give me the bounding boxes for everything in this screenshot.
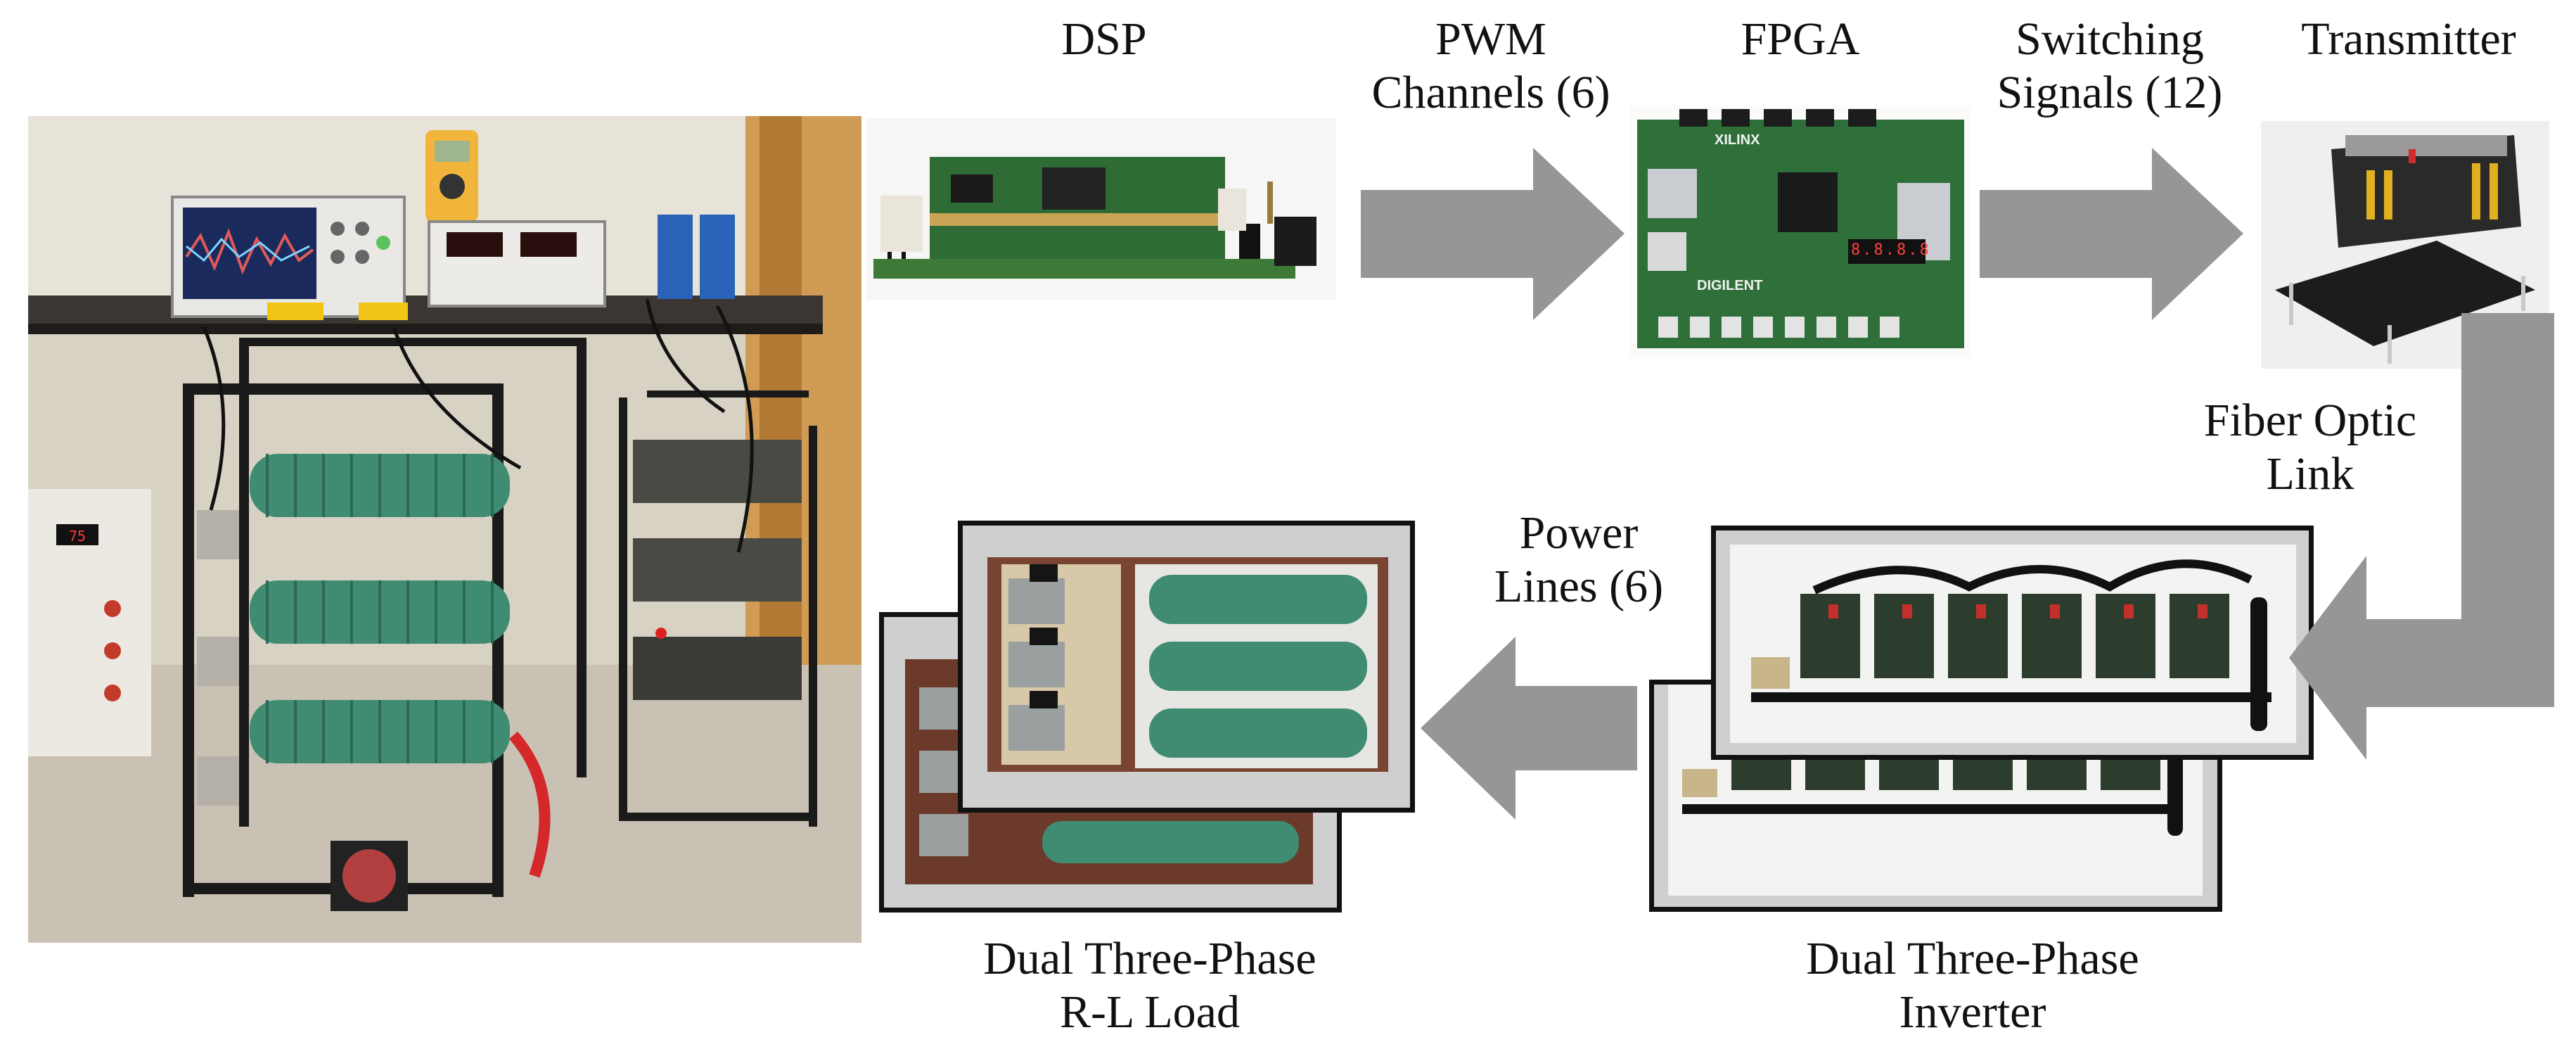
switching-label-line1: Switching (2016, 13, 2204, 65)
inverter-label-line2: Inverter (1899, 986, 2046, 1038)
dsp-photo (866, 118, 1336, 300)
arrow-fpga-to-transmitter (1980, 148, 2243, 320)
fpga-photo: XILINX DIGILENT 8.8.8.8 (1630, 106, 1971, 357)
load-photo-front (958, 521, 1415, 813)
arrow-inverter-to-load (1421, 637, 1637, 820)
dsp-label-text: DSP (1061, 13, 1147, 65)
switching-label-line2: Signals (12) (1997, 67, 2223, 118)
inverter-label: Dual Three-Phase Inverter (1758, 932, 2187, 1039)
lab-setup-photo: 75 (28, 116, 861, 943)
power-label-line2: Lines (6) (1494, 561, 1664, 612)
arrow-fiber-optic-link (2289, 313, 2554, 760)
pwm-label-line2: Channels (6) (1371, 67, 1610, 118)
transmitter-label: Transmitter (2268, 13, 2549, 66)
power-lines-label: Power Lines (6) (1463, 507, 1695, 613)
load-label: Dual Three-Phase R-L Load (935, 932, 1364, 1039)
fpga-label-text: FPGA (1741, 13, 1860, 65)
inverter-photo-front (1711, 526, 2314, 760)
fpga-brand-text: XILINX (1715, 132, 1760, 148)
fiber-label-line1: Fiber Optic (2203, 395, 2417, 446)
switching-signals-label: Switching Signals (12) (1962, 13, 2257, 120)
power-label-line1: Power (1519, 507, 1639, 559)
variac-display: 75 (68, 528, 86, 545)
fpga-seven-segment: 8.8.8.8 (1851, 241, 1931, 259)
inverter-label-line1: Dual Three-Phase (1806, 933, 2139, 984)
transmitter-label-text: Transmitter (2301, 13, 2516, 65)
pwm-channels-label: PWM Channels (6) (1340, 13, 1642, 120)
load-label-line2: R-L Load (1060, 986, 1240, 1038)
fiber-optic-label: Fiber Optic Link (2170, 394, 2451, 501)
arrow-dsp-to-fpga (1361, 148, 1625, 320)
dsp-label: DSP (999, 13, 1210, 66)
fpga-maker-text: DIGILENT (1697, 278, 1763, 293)
fiber-label-line2: Link (2266, 448, 2354, 500)
fpga-label: FPGA (1695, 13, 1906, 66)
pwm-label-line1: PWM (1435, 13, 1546, 65)
load-label-line1: Dual Three-Phase (983, 933, 1316, 984)
